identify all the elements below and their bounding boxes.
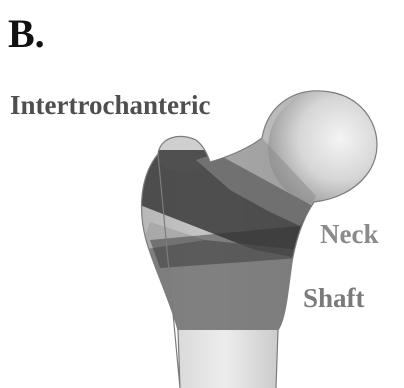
shaft-label: Shaft [303, 285, 365, 312]
neck-label: Neck [320, 221, 378, 248]
intertrochanteric-label: Intertrochanteric [10, 92, 210, 119]
